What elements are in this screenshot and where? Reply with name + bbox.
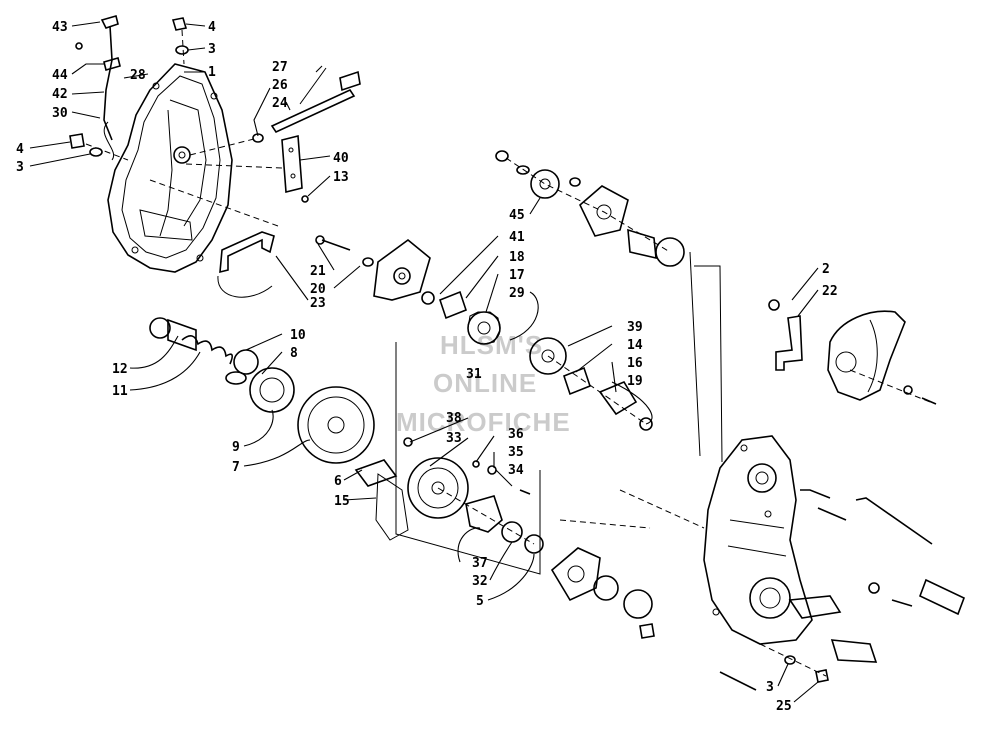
callout-28: 28 bbox=[130, 68, 146, 83]
leader-lines bbox=[29, 21, 819, 703]
right-middle-gears bbox=[529, 337, 653, 431]
callout-11: 11 bbox=[112, 384, 128, 399]
callout-3-left: 3 bbox=[16, 160, 24, 175]
upper-drive-parts bbox=[315, 235, 501, 345]
callout-39: 39 bbox=[627, 320, 643, 335]
watermark-line1: HLSM'S bbox=[440, 330, 543, 360]
top-sprocket-group bbox=[495, 150, 685, 267]
right-side-cover bbox=[768, 299, 937, 405]
callout-18: 18 bbox=[509, 250, 525, 265]
callout-23: 23 bbox=[310, 296, 326, 311]
callout-44: 44 bbox=[52, 68, 68, 83]
callout-42: 42 bbox=[52, 87, 68, 102]
callout-4-left: 4 bbox=[16, 142, 24, 157]
callout-1: 1 bbox=[208, 65, 216, 80]
callout-8: 8 bbox=[290, 346, 298, 361]
callout-27: 27 bbox=[272, 60, 288, 75]
callout-31: 31 bbox=[466, 367, 482, 382]
callout-33: 33 bbox=[446, 431, 462, 446]
mounting-bracket bbox=[185, 134, 309, 203]
callout-29: 29 bbox=[509, 286, 525, 301]
chaincase-cover bbox=[107, 63, 233, 273]
callout-6: 6 bbox=[334, 474, 342, 489]
callout-36: 36 bbox=[508, 427, 524, 442]
callout-20: 20 bbox=[310, 282, 326, 297]
callout-26: 26 bbox=[272, 78, 288, 93]
watermark-line3: MICROFICHE bbox=[396, 407, 571, 437]
callout-16: 16 bbox=[627, 356, 643, 371]
callout-21: 21 bbox=[310, 264, 326, 279]
callout-12: 12 bbox=[112, 362, 128, 377]
callout-labels: 43 4 3 1 44 28 42 30 4 3 27 26 24 40 13 … bbox=[16, 20, 838, 714]
callout-45: 45 bbox=[509, 208, 525, 223]
callout-17: 17 bbox=[509, 268, 525, 283]
callout-24: 24 bbox=[272, 96, 288, 111]
watermark: HLSM'S ONLINE MICROFICHE bbox=[396, 330, 571, 437]
shift-shaft bbox=[189, 67, 361, 156]
callout-34: 34 bbox=[508, 463, 524, 478]
callout-13: 13 bbox=[333, 170, 349, 185]
callout-41: 41 bbox=[509, 230, 525, 245]
callout-32: 32 bbox=[472, 574, 488, 589]
callout-14: 14 bbox=[627, 338, 643, 353]
bolt-washer-group bbox=[69, 17, 189, 161]
callout-19: 19 bbox=[627, 374, 643, 389]
middle-gear-stack bbox=[395, 342, 544, 575]
callout-9: 9 bbox=[232, 440, 240, 455]
callout-15: 15 bbox=[334, 494, 350, 509]
callout-37: 37 bbox=[472, 556, 488, 571]
callout-3-bottom: 3 bbox=[766, 680, 774, 695]
housing-bolts bbox=[619, 489, 933, 691]
main-gear-housing bbox=[689, 251, 966, 663]
callout-3-top: 3 bbox=[208, 42, 216, 57]
left-gear-stack bbox=[149, 317, 409, 541]
callout-38: 38 bbox=[446, 411, 462, 426]
watermark-line2: ONLINE bbox=[433, 368, 537, 398]
callout-30: 30 bbox=[52, 106, 68, 121]
callout-7: 7 bbox=[232, 460, 240, 475]
callout-22: 22 bbox=[822, 284, 838, 299]
callout-4-top: 4 bbox=[208, 20, 216, 35]
dipstick-assembly bbox=[75, 15, 121, 161]
callout-10: 10 bbox=[290, 328, 306, 343]
callout-5: 5 bbox=[476, 594, 484, 609]
callout-25: 25 bbox=[776, 699, 792, 714]
callout-40: 40 bbox=[333, 151, 349, 166]
callout-35: 35 bbox=[508, 445, 524, 460]
callout-2: 2 bbox=[822, 262, 830, 277]
callout-43: 43 bbox=[52, 20, 68, 35]
cover-handle bbox=[149, 179, 279, 298]
lower-bearing-group bbox=[550, 519, 655, 639]
